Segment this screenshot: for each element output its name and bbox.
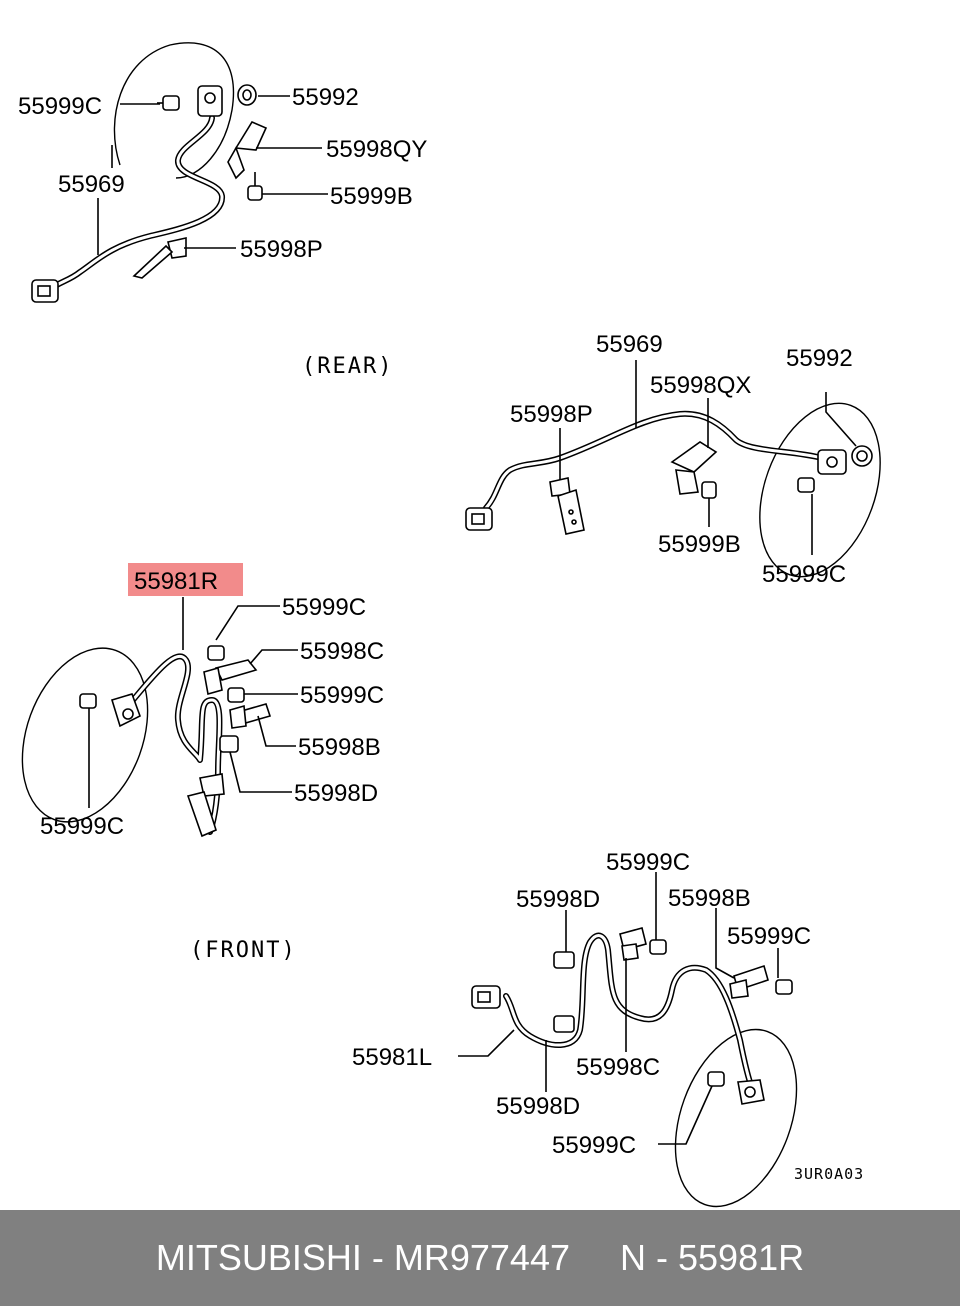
label-front-left-55998B: 55998B [298,734,381,761]
label-front-right-55981L: 55981L [352,1044,432,1071]
front-right-bracket-c-icon [619,927,647,951]
rear-left-clip-icon [167,237,187,259]
label-rear-right-55998QX: 55998QX [650,372,751,399]
section-title-rear: (REAR) [302,354,393,379]
label-rear-left-55999C: 55999C [18,93,102,120]
front-right-assembly [458,872,798,1208]
label-front-right-55998D-top: 55998D [516,886,600,913]
label-rear-right-55969: 55969 [596,331,663,358]
label-front-right-55999C-bottom: 55999C [552,1132,636,1159]
rear-left-bolt-b-icon [247,185,263,201]
rear-left-bracket-icon [234,120,268,151]
drawing-code: 3UR0A03 [794,1165,864,1183]
section-title-front: (FRONT) [190,938,297,963]
front-right-knuckle-outline [674,1028,798,1208]
rear-left-assembly [31,42,328,303]
label-rear-left-55998QY: 55998QY [326,136,427,163]
front-right-bolt-bottom-icon [707,1071,725,1087]
label-front-right-55999C-right: 55999C [727,923,811,950]
front-right-bolt-right-icon [775,979,793,995]
label-front-right-55998B: 55998B [668,885,751,912]
footer-part-number: MITSUBISHI - MR977447 N - 55981R [155,1237,805,1278]
label-rear-left-55998P: 55998P [240,236,323,263]
label-rear-left-55992: 55992 [292,84,359,111]
front-left-clip-d-icon [219,735,239,753]
rear-right-assembly [465,360,881,578]
front-right-clip-d-bottom-icon [553,1015,575,1033]
rear-right-bolt-b-icon [701,481,717,499]
front-right-bolt-top-icon [649,939,667,955]
label-front-left-55999C-mid: 55999C [300,682,384,709]
label-rear-right-55992: 55992 [786,345,853,372]
parts-diagram: 55999C 55992 55998QY 55969 55999B 55998P… [18,42,881,1208]
front-left-bolt-top-icon [207,645,225,661]
front-left-assembly [21,597,298,838]
rear-right-bracket-icon [670,441,718,473]
label-front-right-55998D-bottom: 55998D [496,1093,580,1120]
label-front-left-55999C-bottom: 55999C [40,813,124,840]
label-front-left-55999C-top: 55999C [282,594,366,621]
label-rear-left-55999B: 55999B [330,183,413,210]
highlight-55981R [128,563,243,596]
rear-right-bolt-c-icon [797,477,815,493]
label-rear-right-55998P: 55998P [510,401,593,428]
label-front-right-55998C: 55998C [576,1054,660,1081]
footer-bar: MITSUBISHI - MR977447 N - 55981R [0,1210,960,1306]
rear-left-knuckle-outline [113,42,235,179]
rear-left-bolt-icon [162,95,180,111]
front-right-clip-d-top-icon [553,951,575,969]
label-front-left-55981R: 55981R [134,568,218,595]
rear-left-wire [49,115,225,291]
label-rear-right-55999B: 55999B [658,531,741,558]
front-left-knuckle-outline [21,647,149,823]
front-left-bolt-c-icon [79,693,97,709]
rear-right-knuckle-outline [759,402,881,578]
front-left-bolt-mid-icon [227,687,245,703]
label-front-left-55998D: 55998D [294,780,378,807]
label-rear-left-55969: 55969 [58,171,125,198]
label-rear-right-55999C: 55999C [762,561,846,588]
label-front-right-55999C-top: 55999C [606,849,690,876]
label-front-left-55998C: 55998C [300,638,384,665]
